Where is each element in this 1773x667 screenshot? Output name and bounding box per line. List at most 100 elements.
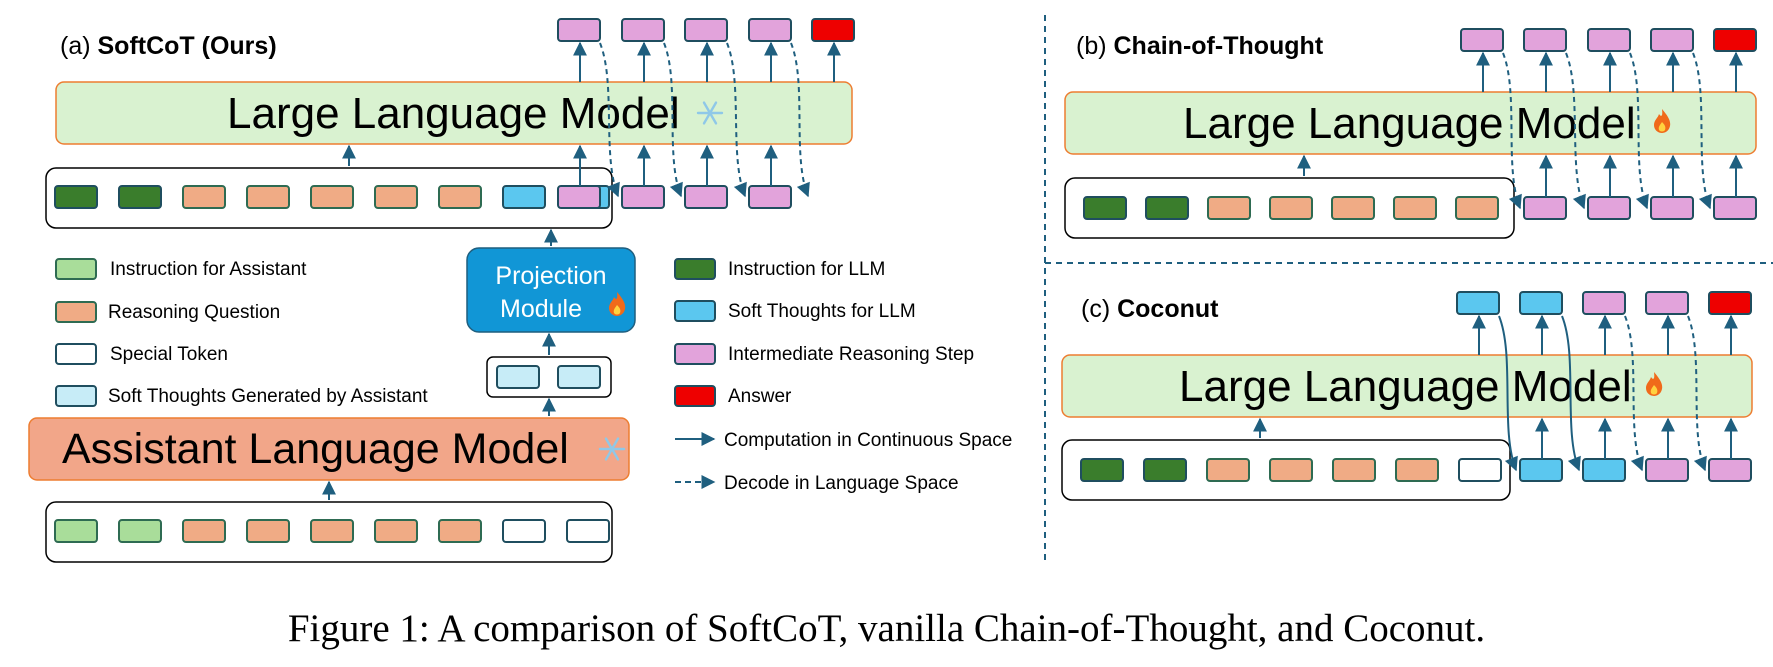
- llm-label-a: Large Language Model: [227, 89, 680, 138]
- token-output-b: [1460, 28, 1504, 52]
- token-llm-input-c: [1458, 458, 1502, 482]
- token-step-input-c: [1708, 458, 1752, 482]
- token-llm-input-a: [310, 185, 354, 209]
- panel-a-title: (a) SoftCoT (Ours): [60, 32, 277, 60]
- token-output-a: [557, 18, 601, 42]
- token-step-input-a: [748, 185, 792, 209]
- legend-label-answer: Answer: [728, 386, 792, 407]
- token-llm-input-c: [1080, 458, 1124, 482]
- token-output-b: [1523, 28, 1567, 52]
- token-llm-input-a: [438, 185, 482, 209]
- legend-label-soft-thoughts-llm: Soft Thoughts for LLM: [728, 301, 916, 322]
- token-assistant-input: [566, 519, 610, 543]
- panel-b-title: (b) Chain-of-Thought: [1076, 32, 1324, 60]
- fire-icon: [609, 292, 626, 316]
- legend-swatch-instruction_assistant: [55, 258, 97, 280]
- decode-link-a: [790, 42, 810, 198]
- token-answer-a: [811, 18, 855, 42]
- legend-label-special-token: Special Token: [110, 344, 228, 365]
- token-llm-input-c: [1206, 458, 1250, 482]
- legend-swatch-answer: [674, 385, 716, 407]
- token-output-c: [1456, 291, 1500, 315]
- decode-link-a: [726, 42, 747, 198]
- token-llm-input-a: [54, 185, 98, 209]
- token-output-a: [748, 18, 792, 42]
- token-llm-input-b: [1207, 196, 1251, 220]
- projection-label-line2: Module: [500, 295, 582, 323]
- token-assistant-input: [118, 519, 162, 543]
- llm-box-a: [55, 81, 853, 145]
- llm-box-c: [1061, 354, 1753, 418]
- decode-link-a: [663, 42, 683, 198]
- fire-icon: [1654, 109, 1671, 133]
- snowflake-icon: [598, 437, 626, 461]
- token-assistant-input: [502, 519, 546, 543]
- token-layer: [54, 18, 1757, 543]
- token-step-input-a: [684, 185, 728, 209]
- token-llm-input-c: [1143, 458, 1187, 482]
- figure-caption: Figure 1: A comparison of SoftCoT, vanil…: [287, 607, 1486, 650]
- snowflake-icon: [696, 101, 724, 125]
- decode-link-a: [599, 42, 620, 198]
- token-assistant-input: [438, 519, 482, 543]
- token-llm-input-c: [1332, 458, 1376, 482]
- token-llm-input-c: [1395, 458, 1439, 482]
- token-output-b: [1587, 28, 1631, 52]
- legend-swatch-soft_thoughts_llm: [674, 300, 716, 322]
- link-layer: [573, 41, 1743, 472]
- token-llm-input-a: [502, 185, 546, 209]
- decode-link-c: [1624, 315, 1644, 472]
- token-output-c: [1519, 291, 1563, 315]
- legend-swatch-instruction_llm: [674, 258, 716, 280]
- token-step-input-c: [1582, 458, 1626, 482]
- legend-label-soft-thoughts-assistant: Soft Thoughts Generated by Assistant: [108, 386, 428, 407]
- panel-c-title: (c) Coconut: [1081, 295, 1219, 323]
- legend-swatch-special_token: [55, 343, 97, 365]
- token-llm-input-b: [1145, 196, 1189, 220]
- token-soft-thought-assistant: [496, 365, 540, 389]
- legend-label-instruction-assistant: Instruction for Assistant: [110, 259, 307, 280]
- token-assistant-input: [310, 519, 354, 543]
- token-step-input-a: [621, 185, 665, 209]
- token-assistant-input: [182, 519, 226, 543]
- token-output-a: [684, 18, 728, 42]
- token-llm-input-b: [1331, 196, 1375, 220]
- token-assistant-input: [54, 519, 98, 543]
- legend-swatch-intermediate_step: [674, 343, 716, 365]
- token-soft-thought-assistant: [557, 365, 601, 389]
- continuous-link-c: [1561, 315, 1581, 472]
- projection-module: [466, 247, 636, 333]
- llm-box-b: [1064, 91, 1757, 155]
- token-answer-b: [1713, 28, 1757, 52]
- token-llm-input-b: [1269, 196, 1313, 220]
- fire-icon: [1646, 372, 1663, 396]
- token-assistant-input: [374, 519, 418, 543]
- token-llm-input-a: [182, 185, 226, 209]
- token-llm-input-a: [374, 185, 418, 209]
- token-llm-input-b: [1455, 196, 1499, 220]
- continuous-link-c: [1498, 315, 1518, 472]
- token-llm-input-b: [1083, 196, 1127, 220]
- legend-label-decode: Decode in Language Space: [724, 473, 959, 494]
- token-step-input-b: [1650, 196, 1694, 220]
- token-output-a: [621, 18, 665, 42]
- token-step-input-b: [1587, 196, 1631, 220]
- legend-label-reasoning-question: Reasoning Question: [108, 302, 280, 323]
- token-answer-c: [1708, 291, 1752, 315]
- token-step-input-c: [1645, 458, 1689, 482]
- llm-label-c: Large Language Model: [1179, 362, 1632, 411]
- token-llm-input-a: [246, 185, 290, 209]
- token-step-input-b: [1523, 196, 1567, 220]
- legend-label-intermediate-step: Intermediate Reasoning Step: [728, 344, 974, 365]
- token-llm-input-b: [1393, 196, 1437, 220]
- legend-label-instruction-llm: Instruction for LLM: [728, 259, 885, 280]
- projection-label-line1: Projection: [495, 262, 606, 290]
- token-output-c: [1582, 291, 1626, 315]
- token-assistant-input: [246, 519, 290, 543]
- legend-swatch-soft_thoughts_assistant: [55, 385, 97, 407]
- legend-label-continuous: Computation in Continuous Space: [724, 430, 1012, 451]
- decode-link-c: [1687, 315, 1707, 472]
- legend-swatch-reasoning_question: [55, 301, 97, 323]
- token-step-input-b: [1713, 196, 1757, 220]
- token-llm-input-c: [1269, 458, 1313, 482]
